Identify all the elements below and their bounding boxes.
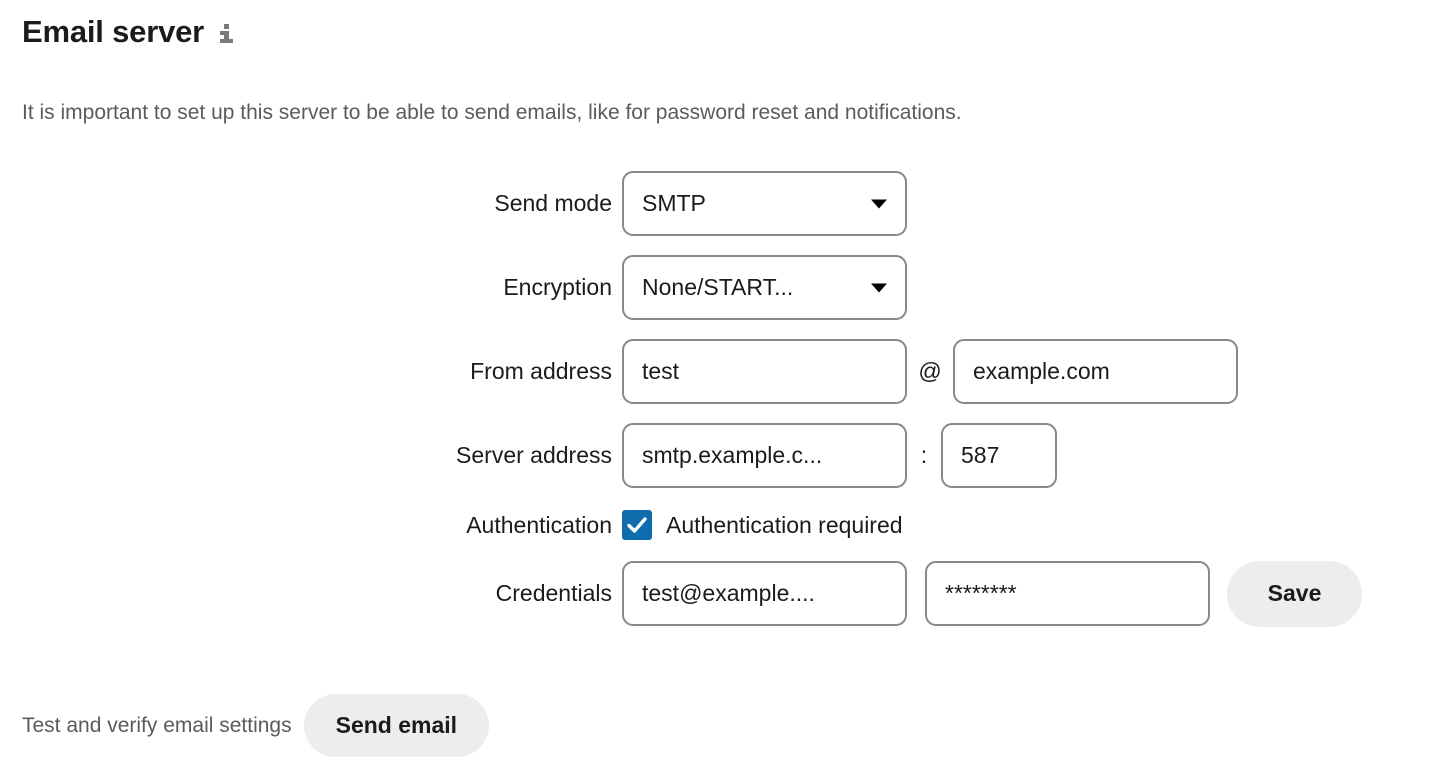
- server-address-port-value: 587: [961, 442, 1000, 468]
- from-address-user-value: test: [642, 358, 680, 384]
- credentials-username-value: test@example....: [642, 580, 815, 606]
- authentication-required-label: Authentication required: [666, 511, 903, 538]
- from-address-user-input[interactable]: test: [622, 339, 907, 404]
- at-separator: @: [918, 358, 942, 384]
- info-icon-stem: [224, 30, 230, 42]
- check-icon: [627, 517, 647, 533]
- server-address-port-input[interactable]: 587: [941, 423, 1057, 488]
- form-row-server-address: Server address smtp.example.c... : 587: [0, 423, 1448, 488]
- credentials-label: Credentials: [495, 580, 612, 606]
- server-address-host-value: smtp.example.c...: [642, 442, 823, 468]
- page-title: Email server: [22, 14, 205, 49]
- from-address-domain-input[interactable]: example.com: [953, 339, 1238, 404]
- form-row-from-address: From address test @ example.com: [0, 339, 1448, 404]
- send-mode-select[interactable]: SMTP: [622, 171, 907, 236]
- authentication-required-checkbox[interactable]: [622, 510, 652, 540]
- encryption-label: Encryption: [503, 274, 612, 300]
- server-address-host-input[interactable]: smtp.example.c...: [622, 423, 907, 488]
- email-server-form: Send mode SMTP Encryption None/START... …: [0, 171, 1448, 645]
- form-row-encryption: Encryption None/START...: [0, 255, 1448, 320]
- send-mode-label: Send mode: [494, 190, 612, 216]
- info-icon-base: [220, 38, 234, 43]
- form-row-authentication: Authentication Authentication required: [0, 507, 1448, 543]
- test-email-row: Test and verify email settings Send emai…: [22, 694, 490, 757]
- credentials-password-value: ********: [945, 580, 1017, 606]
- credentials-password-input[interactable]: ********: [925, 561, 1210, 626]
- authentication-checkbox-group[interactable]: Authentication required: [622, 510, 903, 540]
- info-icon[interactable]: [220, 23, 234, 44]
- from-address-domain-value: example.com: [973, 358, 1110, 384]
- form-row-credentials: Credentials test@example.... ******** Sa…: [0, 560, 1448, 627]
- page-header: Email server: [22, 16, 234, 47]
- chevron-down-icon: [871, 283, 887, 292]
- authentication-label: Authentication: [466, 511, 612, 538]
- save-button[interactable]: Save: [1227, 560, 1362, 627]
- send-mode-value: SMTP: [642, 190, 706, 216]
- colon-separator: :: [920, 442, 928, 468]
- test-email-label: Test and verify email settings: [22, 713, 292, 737]
- info-icon-dot: [224, 23, 230, 29]
- info-icon-topbar: [220, 30, 228, 35]
- credentials-username-input[interactable]: test@example....: [622, 561, 907, 626]
- server-address-label: Server address: [456, 442, 612, 468]
- encryption-select[interactable]: None/START...: [622, 255, 907, 320]
- chevron-down-icon: [871, 199, 887, 208]
- page-description: It is important to set up this server to…: [22, 101, 962, 124]
- from-address-label: From address: [470, 358, 612, 384]
- form-row-send-mode: Send mode SMTP: [0, 171, 1448, 236]
- send-email-button[interactable]: Send email: [303, 694, 490, 757]
- encryption-value: None/START...: [642, 274, 794, 300]
